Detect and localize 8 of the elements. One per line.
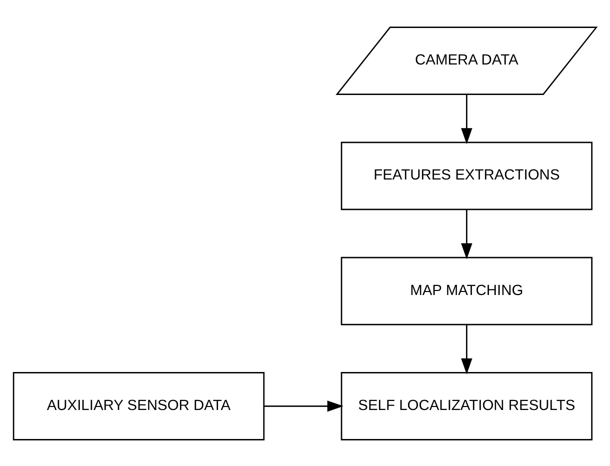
node-box: FEATURES EXTRACTIONS bbox=[340, 141, 592, 210]
arrow bbox=[461, 94, 472, 144]
node-box: SELF LOCALIZATION RESULTS bbox=[340, 372, 592, 440]
node-box: MAP MATCHING bbox=[340, 256, 592, 325]
arrow bbox=[461, 209, 472, 259]
arrow bbox=[461, 324, 472, 374]
arrow bbox=[264, 400, 344, 412]
node-box: AUXILIARY SENSOR DATA bbox=[12, 372, 265, 440]
